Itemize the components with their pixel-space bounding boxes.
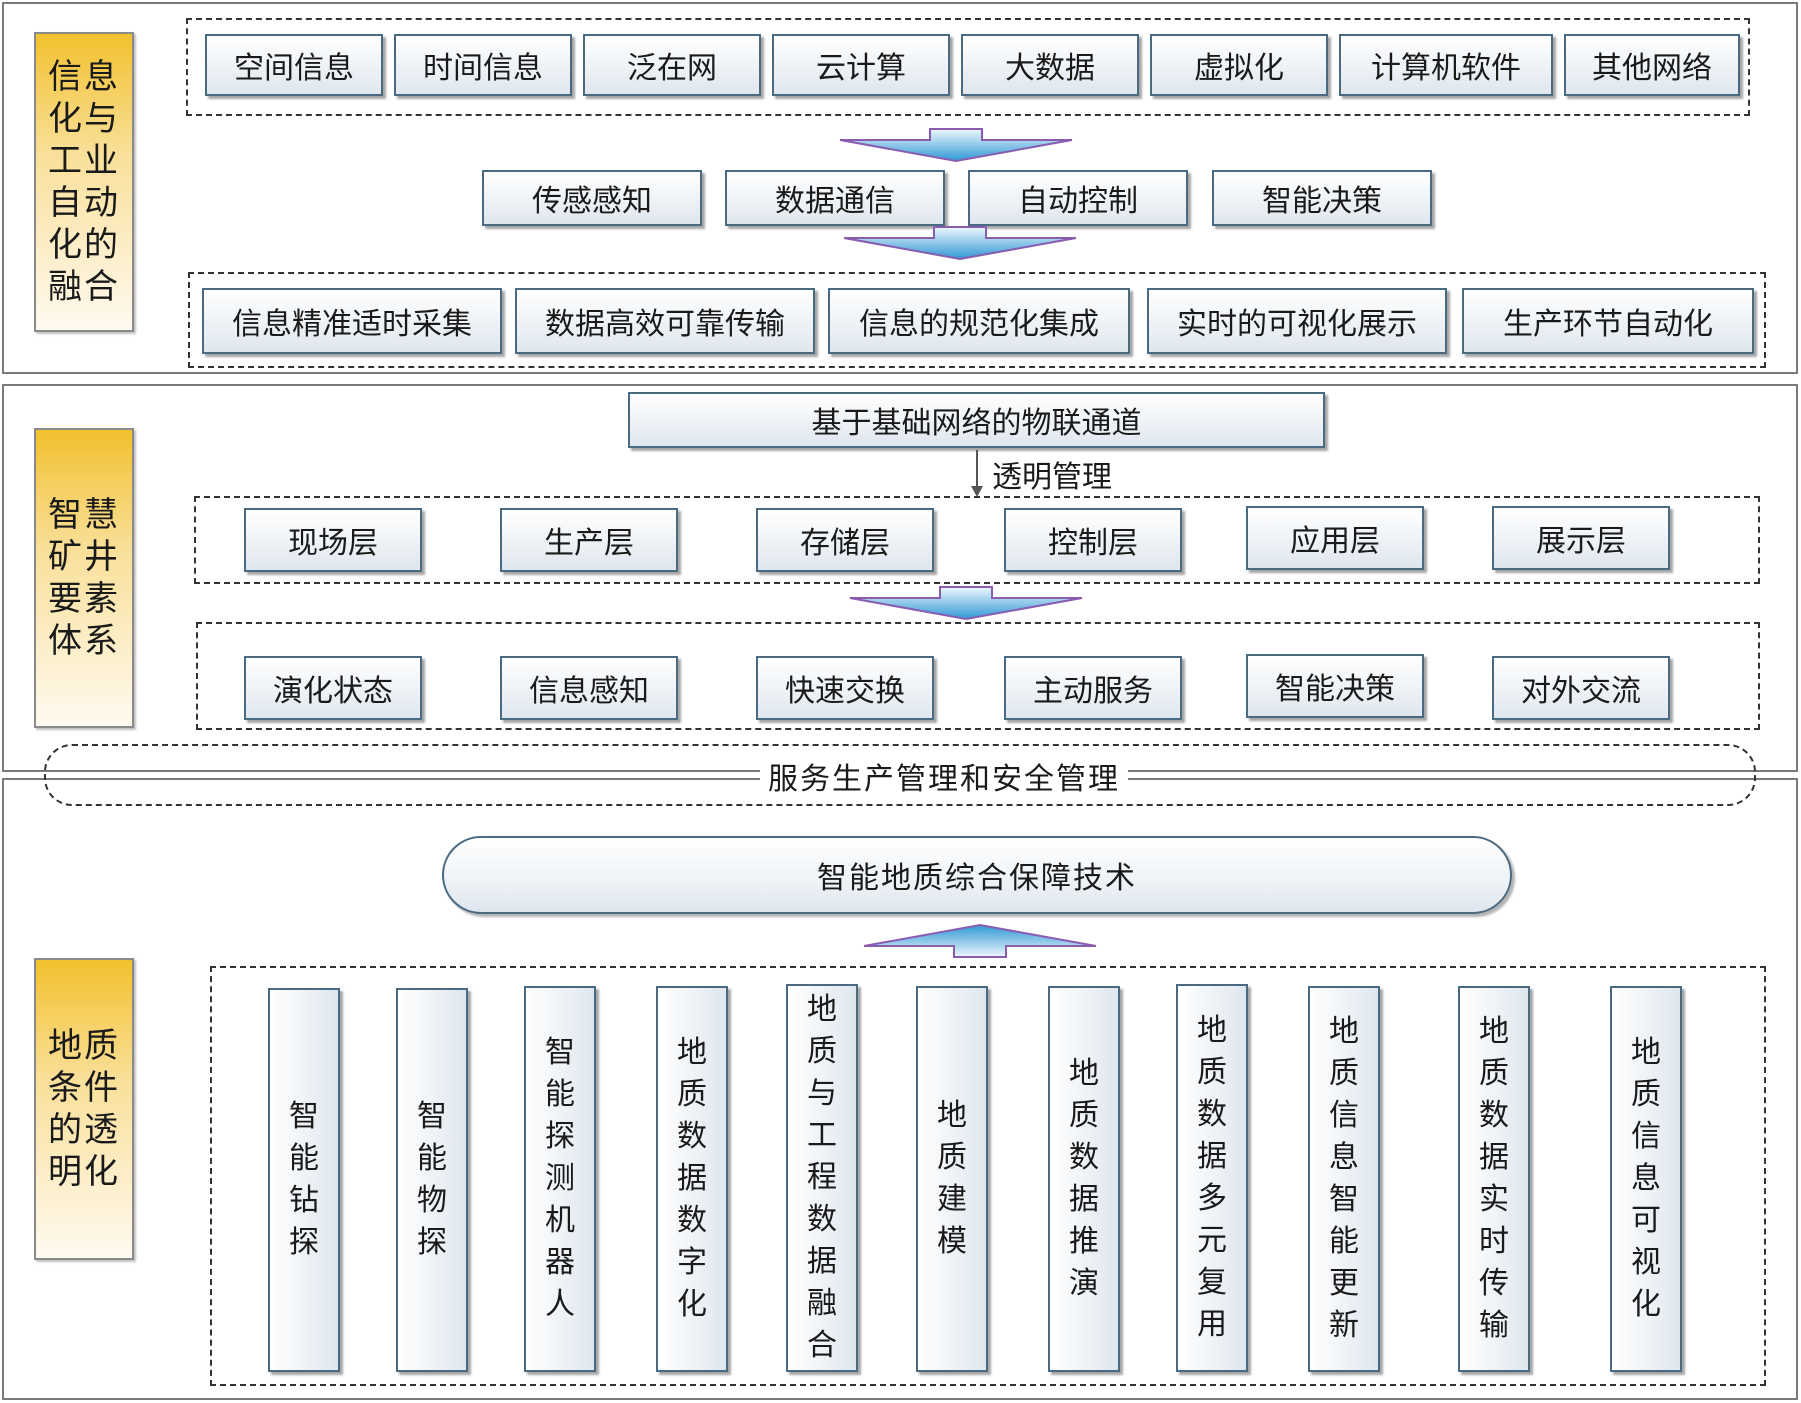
technology-group xyxy=(186,18,1750,116)
geology-technique-box: 地质建模 xyxy=(916,986,988,1372)
geology-technique-box: 智能物探 xyxy=(396,988,468,1372)
geology-technique-label: 地质数据数字化 xyxy=(677,1035,707,1322)
tech-box: 时间信息 xyxy=(394,34,572,96)
geology-technique-box: 智能钻探 xyxy=(268,988,340,1372)
layer-box: 应用层 xyxy=(1246,506,1424,570)
tech-box: 空间信息 xyxy=(205,34,383,96)
service-banner xyxy=(44,744,1756,806)
capability-group xyxy=(196,622,1760,730)
geology-technique-box: 地质数据推演 xyxy=(1048,986,1120,1372)
section-label-text: 智慧矿井要素体系 xyxy=(48,495,120,661)
tech-box: 其他网络 xyxy=(1564,34,1740,96)
geology-technique-box: 地质信息可视化 xyxy=(1610,986,1682,1372)
geology-technique-box: 地质数据实时传输 xyxy=(1458,986,1530,1372)
tech-box: 泛在网 xyxy=(583,34,761,96)
tech-box: 虚拟化 xyxy=(1150,34,1328,96)
geology-technique-label: 地质建模 xyxy=(937,1098,967,1259)
geology-technique-box: 地质与工程数据融合 xyxy=(786,984,858,1372)
section-label-informatization: 信息化与工业自动化的融合 xyxy=(34,32,134,332)
geology-technique-label: 智能钻探 xyxy=(289,1099,319,1260)
layer-box: 控制层 xyxy=(1004,508,1182,572)
outcome-box: 实时的可视化展示 xyxy=(1147,288,1447,354)
up-arrow-icon xyxy=(863,923,1097,958)
layer-box: 生产层 xyxy=(500,508,678,572)
function-box: 数据通信 xyxy=(725,170,945,226)
function-box: 自动控制 xyxy=(968,170,1188,226)
outcome-box: 生产环节自动化 xyxy=(1462,288,1754,354)
geology-technique-box: 智能探测机器人 xyxy=(524,986,596,1372)
capability-box: 快速交换 xyxy=(756,656,934,720)
capability-box: 主动服务 xyxy=(1004,656,1182,720)
section-label-text: 信息化与工业自动化的融合 xyxy=(48,57,120,307)
geology-technique-box: 地质数据数字化 xyxy=(656,986,728,1372)
capability-box: 对外交流 xyxy=(1492,656,1670,720)
layer-box: 存储层 xyxy=(756,508,934,572)
geology-technique-label: 智能物探 xyxy=(417,1099,447,1260)
outcome-box: 信息的规范化集成 xyxy=(828,288,1130,354)
geology-technique-label: 地质信息可视化 xyxy=(1631,1035,1661,1322)
tech-box: 大数据 xyxy=(961,34,1139,96)
thin-down-arrow-icon xyxy=(971,450,983,497)
geology-technique-box: 地质信息智能更新 xyxy=(1308,986,1380,1372)
section-label-geology: 地质条件的透明化 xyxy=(34,958,134,1260)
geology-technique-label: 地质数据实时传输 xyxy=(1479,1014,1509,1343)
outcome-box: 信息精准适时采集 xyxy=(202,288,502,354)
iot-channel-box: 基于基础网络的物联通道 xyxy=(628,392,1325,448)
geology-technique-label: 地质数据多元复用 xyxy=(1197,1013,1227,1342)
function-box: 传感感知 xyxy=(482,170,702,226)
geology-technique-label: 地质信息智能更新 xyxy=(1329,1014,1359,1343)
transparent-management-label: 透明管理 xyxy=(992,460,1112,495)
layer-box: 现场层 xyxy=(244,508,422,572)
service-banner-label: 服务生产管理和安全管理 xyxy=(760,754,1128,798)
section-label-smart-mine: 智慧矿井要素体系 xyxy=(34,428,134,728)
function-box: 智能决策 xyxy=(1212,170,1432,226)
geology-technique-box: 地质数据多元复用 xyxy=(1176,984,1248,1372)
geology-technique-label: 地质数据推演 xyxy=(1069,1056,1099,1301)
capability-box: 智能决策 xyxy=(1246,654,1424,718)
layer-group xyxy=(194,496,1760,584)
down-arrow-icon xyxy=(839,128,1073,163)
capability-box: 信息感知 xyxy=(500,656,678,720)
capability-box: 演化状态 xyxy=(244,656,422,720)
geology-technique-group xyxy=(210,966,1766,1386)
geology-technique-label: 地质与工程数据融合 xyxy=(807,992,837,1363)
section-label-text: 地质条件的透明化 xyxy=(48,1026,120,1192)
down-arrow-icon xyxy=(843,226,1077,261)
geology-technique-label: 智能探测机器人 xyxy=(545,1035,575,1322)
outcome-box: 数据高效可靠传输 xyxy=(515,288,815,354)
tech-box: 云计算 xyxy=(772,34,950,96)
layer-box: 展示层 xyxy=(1492,506,1670,570)
core-technology-box: 智能地质综合保障技术 xyxy=(442,836,1512,914)
down-arrow-icon xyxy=(849,586,1083,621)
tech-box: 计算机软件 xyxy=(1339,34,1553,96)
outcome-group xyxy=(188,272,1766,368)
